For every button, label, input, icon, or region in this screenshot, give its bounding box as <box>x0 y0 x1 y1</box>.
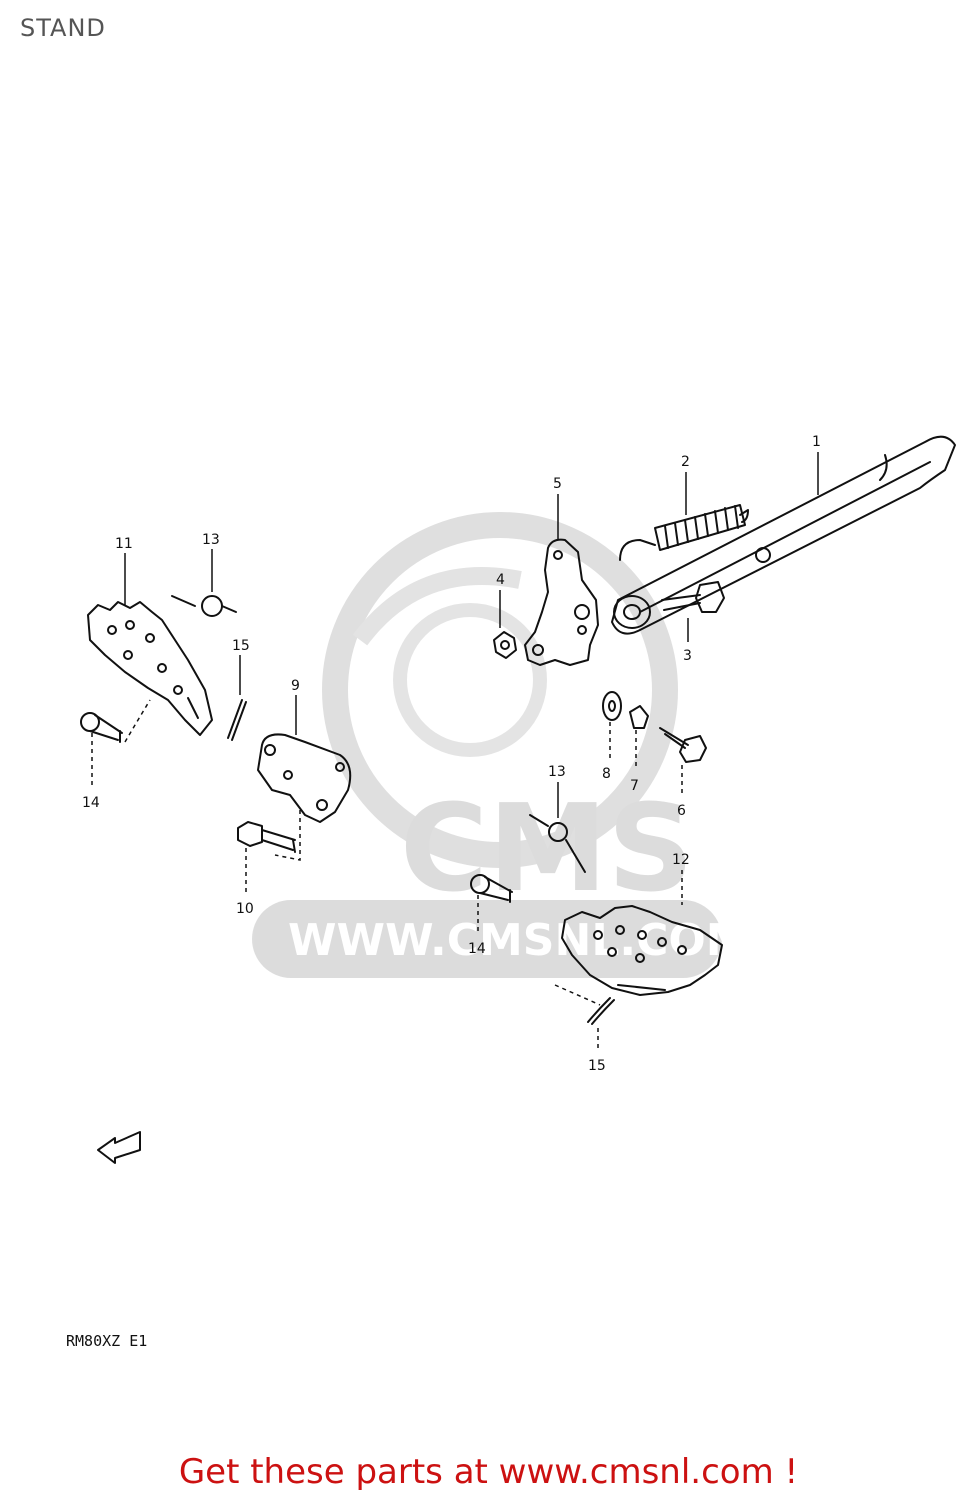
part-1-stand-bar <box>611 435 956 635</box>
part-12-right-footrest <box>561 905 723 996</box>
part-10-bolt <box>237 821 296 853</box>
callout-12: 12 <box>672 852 690 868</box>
callout-13-bottom: 13 <box>548 764 566 780</box>
callout-13-top: 13 <box>202 532 220 548</box>
part-11-left-footrest <box>87 601 213 736</box>
part-2-spring <box>619 504 749 561</box>
callout-15-right: 15 <box>588 1058 606 1074</box>
callout-7: 7 <box>630 778 639 794</box>
callout-11: 11 <box>115 536 133 552</box>
parts-diagram: CMS WWW.CMSNL.COM <box>66 434 956 1350</box>
watermark-url: WWW.CMSNL.COM <box>288 915 750 966</box>
callout-3: 3 <box>683 648 692 664</box>
part-7-washer <box>629 705 649 729</box>
part-13-spring-clip-top <box>171 595 237 617</box>
part-6-bolt <box>659 727 707 763</box>
part-5-bracket <box>524 538 599 666</box>
part-14-pin-right <box>470 874 513 903</box>
watermark-logo: CMS <box>400 780 694 919</box>
callout-10: 10 <box>236 901 254 917</box>
footer-link[interactable]: Get these parts at www.cmsnl.com ! <box>178 1452 799 1492</box>
callout-1: 1 <box>812 434 821 450</box>
callout-14-right: 14 <box>468 941 486 957</box>
callout-6: 6 <box>677 803 686 819</box>
watermark: CMS WWW.CMSNL.COM <box>252 512 750 978</box>
callout-8: 8 <box>602 766 611 782</box>
callout-15-left: 15 <box>232 638 250 654</box>
part-9-footrest-bracket <box>257 733 352 823</box>
part-4-nut <box>493 631 517 659</box>
part-15-cotter-pin-left <box>227 699 247 741</box>
front-arrow-icon <box>97 1131 141 1164</box>
page-title: STAND <box>20 14 106 42</box>
part-8-washer <box>602 691 622 721</box>
part-13-spring-clip-bottom <box>529 814 586 873</box>
callout-4: 4 <box>496 572 505 588</box>
model-code: RM80XZ E1 <box>66 1332 147 1350</box>
part-3-bolt <box>661 581 725 613</box>
callout-5: 5 <box>553 476 562 492</box>
callout-2: 2 <box>681 454 690 470</box>
leader-lines <box>91 452 819 1052</box>
callout-14-left: 14 <box>82 795 100 811</box>
part-14-pin-left <box>80 712 123 743</box>
callout-9: 9 <box>291 678 300 694</box>
part-15-cotter-pin-right <box>587 997 615 1025</box>
